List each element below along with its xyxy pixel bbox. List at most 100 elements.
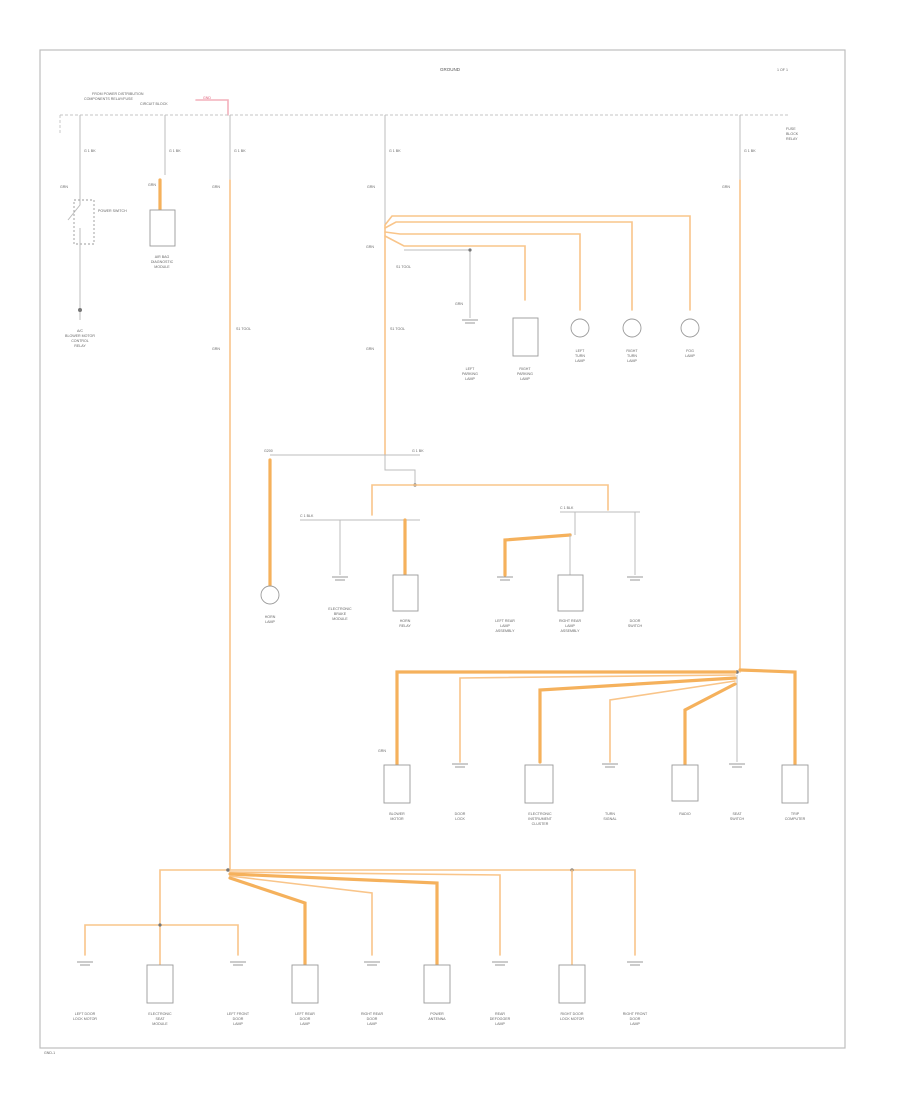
side-note-line-1: FUSE bbox=[786, 127, 796, 131]
middle-load-2-l3: MODULE bbox=[332, 617, 348, 621]
bottom-load-9-l2: DOOR bbox=[630, 1017, 641, 1021]
top-note-line-1: FROM POWER DISTRIBUTION bbox=[92, 92, 144, 96]
branch-label-5: G 1 BK bbox=[744, 149, 756, 153]
right-load-7-l1: TRIP bbox=[791, 812, 800, 816]
right-load-7-l2: COMPUTER bbox=[785, 817, 806, 821]
middle-load-4-l3: ASSEMBLY bbox=[495, 629, 515, 633]
diagram-frame bbox=[39, 49, 846, 1049]
wire-code-5: GRN bbox=[722, 185, 730, 189]
middle-load-3-l1: HORN bbox=[400, 619, 411, 623]
right-load-5-l1: RADIO bbox=[679, 812, 691, 816]
wire-code-7: GRN bbox=[366, 245, 374, 249]
middle-load-6-l1: DOOR bbox=[630, 619, 641, 623]
upper-load-4-l3: LAMP bbox=[627, 359, 637, 363]
upper-load-2-l1: RIGHT bbox=[519, 367, 531, 371]
middle-load-2-l1: ELECTRONIC bbox=[328, 607, 352, 611]
upper-load-5-l2: LAMP bbox=[685, 354, 695, 358]
bottom-box-3 bbox=[423, 964, 451, 1004]
right-load-6-l1: SEAT bbox=[732, 812, 742, 816]
middle-tag-right: G 1 BK bbox=[412, 449, 424, 453]
upper-load-3-l2: TURN bbox=[575, 354, 585, 358]
top-note-line-3: CIRCUIT BLOCK bbox=[140, 102, 168, 106]
bottom-load-1-l1: LEFT DOOR bbox=[75, 1012, 96, 1016]
branch-label-2: G 1 BK bbox=[169, 149, 181, 153]
bottom-load-4-l3: LAMP bbox=[300, 1022, 310, 1026]
bottom-load-3-l3: LAMP bbox=[233, 1022, 243, 1026]
middle-load-3-l2: RELAY bbox=[399, 624, 411, 628]
wire-code-4: GRN bbox=[367, 185, 375, 189]
middle-load-2-l2: BRAKE bbox=[334, 612, 347, 616]
right-load-3-l3: CLUSTER bbox=[532, 822, 549, 826]
bottom-load-8-l2: LOCK MOTOR bbox=[560, 1017, 584, 1021]
upper-load-4-l2: TURN bbox=[627, 354, 637, 358]
horn-lamp bbox=[260, 585, 280, 605]
right-load-3-l1: ELECTRONIC bbox=[528, 812, 552, 816]
rear-lamp-assembly-box bbox=[557, 574, 584, 612]
cluster-box bbox=[524, 764, 554, 804]
power-switch-box bbox=[73, 199, 95, 245]
middle-load-1-l2: LAMP bbox=[265, 620, 275, 624]
left-bottom-label-4: RELAY bbox=[74, 344, 86, 348]
left-bottom-label-2: BLOWER MOTOR bbox=[65, 334, 95, 338]
bottom-load-1-l2: LOCK MOTOR bbox=[73, 1017, 97, 1021]
top-note-tag: GND bbox=[203, 96, 211, 100]
middle-relay-box bbox=[392, 574, 419, 612]
middle-load-5-l3: ASSEMBLY bbox=[560, 629, 580, 633]
upper-right-fan bbox=[384, 215, 691, 318]
radio-box bbox=[671, 764, 699, 802]
module-label-1: AIR BAG bbox=[155, 255, 170, 259]
bottom-loads: LEFT DOOR LOCK MOTOR ELECTRONIC SEAT MOD… bbox=[73, 961, 648, 1026]
right-load-3-l2: INSTRUMENT bbox=[528, 817, 552, 821]
wire-code-1: GRN bbox=[60, 185, 68, 189]
wire-code-3: GRN bbox=[212, 185, 220, 189]
branch-label-3: G 1 BK bbox=[234, 149, 246, 153]
blower-motor-box bbox=[383, 764, 411, 804]
wire-code-2: GRN bbox=[148, 183, 156, 187]
wire-code-6: GRN bbox=[212, 347, 220, 351]
right-load-4-l2: SIGNAL bbox=[603, 817, 616, 821]
side-note-line-2: BLOCK bbox=[786, 132, 799, 136]
right-load-6-l2: SWITCH bbox=[730, 817, 745, 821]
bottom-load-8-l1: RIGHT DOOR bbox=[561, 1012, 584, 1016]
right-load-1-l2: MOTOR bbox=[390, 817, 404, 821]
bottom-box-2 bbox=[291, 964, 319, 1004]
right-loads: GRN BLOWER MOTOR DOOR LOCK ELECTRONIC IN… bbox=[378, 749, 809, 826]
bottom-load-5-l2: DOOR bbox=[367, 1017, 378, 1021]
right-load-2-l1: DOOR bbox=[455, 812, 466, 816]
branch-label-1: G 1 BK bbox=[84, 149, 96, 153]
bottom-load-9-l1: RIGHT FRONT bbox=[623, 1012, 648, 1016]
bottom-load-2-l3: MODULE bbox=[152, 1022, 168, 1026]
side-note-line-3: RELAY bbox=[786, 137, 798, 141]
upper-load-1-l1: LEFT bbox=[466, 367, 476, 371]
bottom-load-9-l3: LAMP bbox=[630, 1022, 640, 1026]
air-bag-module bbox=[149, 209, 176, 247]
upper-load-2-l3: LAMP bbox=[520, 377, 530, 381]
upper-load-3-l1: LEFT bbox=[576, 349, 586, 353]
module-label-3: MODULE bbox=[154, 265, 170, 269]
diagram-title: GROUND bbox=[440, 67, 461, 72]
bottom-load-3-l1: LEFT FRONT bbox=[227, 1012, 250, 1016]
right-load-1-l1: BLOWER bbox=[389, 812, 405, 816]
bottom-load-3-l2: DOOR bbox=[233, 1017, 244, 1021]
upper-lamp-3 bbox=[680, 318, 700, 338]
bottom-load-5-l1: RIGHT REAR bbox=[361, 1012, 384, 1016]
left-ground-point bbox=[78, 308, 82, 312]
upper-load-3-l3: LAMP bbox=[575, 359, 585, 363]
upper-load-4-l1: RIGHT bbox=[626, 349, 638, 353]
middle-tag-left: G200 bbox=[264, 449, 273, 453]
bottom-load-7-l2: DEFOGGER bbox=[490, 1017, 511, 1021]
middle-load-1-l1: HORN bbox=[265, 615, 276, 619]
trip-computer-box bbox=[781, 764, 809, 804]
wire-code-8: GRN bbox=[366, 347, 374, 351]
branch-label-4: G 1 BK bbox=[389, 149, 401, 153]
bottom-load-6-l2: ANTENNA bbox=[428, 1017, 446, 1021]
middle-load-4-l2: LAMP bbox=[500, 624, 510, 628]
right-load-4-l1: TURN bbox=[605, 812, 615, 816]
power-switch-label: POWER SWITCH bbox=[98, 209, 127, 213]
middle-load-6-l2: SWITCH bbox=[628, 624, 643, 628]
upper-load-2-l2: PARKING bbox=[517, 372, 533, 376]
bottom-load-7-l3: LAMP bbox=[495, 1022, 505, 1026]
middle-connector-a: C 1 BLK bbox=[300, 514, 314, 518]
upper-load-1-l3: LAMP bbox=[465, 377, 475, 381]
